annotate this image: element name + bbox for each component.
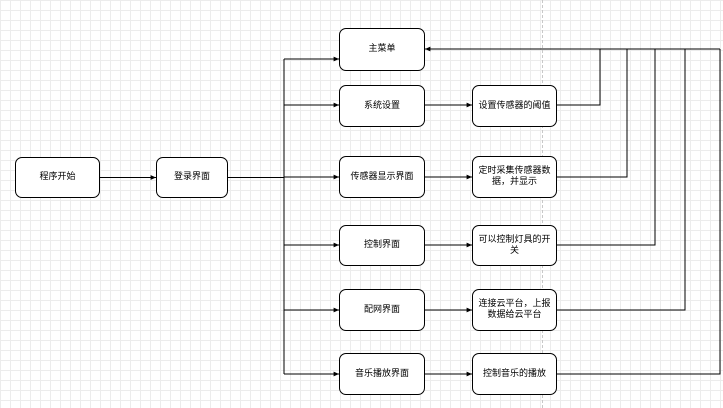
- return-from-collect: [557, 49, 628, 178]
- return-from-music-control: [557, 49, 721, 375]
- node-music-screen: 音乐播放界面: [339, 353, 425, 395]
- node-system-settings: 系统设置: [339, 85, 425, 127]
- node-set-threshold: 设置传感器的阈值: [472, 85, 557, 127]
- node-sensor-collect: 定时采集传感器数据，并显示: [472, 156, 557, 198]
- node-main-menu: 主菜单: [339, 28, 425, 71]
- node-music-control: 控制音乐的播放: [472, 353, 557, 395]
- page-boundary-guide: [542, 0, 543, 408]
- node-login-screen: 登录界面: [156, 157, 228, 198]
- return-from-cloud: [557, 49, 686, 311]
- node-network-screen: 配网界面: [339, 289, 425, 331]
- node-control-screen: 控制界面: [339, 225, 425, 266]
- return-from-light: [557, 49, 656, 246]
- return-from-threshold: [557, 49, 601, 106]
- node-control-light: 可以控制灯具的开关: [472, 225, 557, 266]
- node-cloud-upload: 连接云平台，上报数据给云平台: [472, 289, 557, 331]
- node-program-start: 程序开始: [15, 157, 100, 198]
- node-sensor-display: 传感器显示界面: [339, 156, 425, 198]
